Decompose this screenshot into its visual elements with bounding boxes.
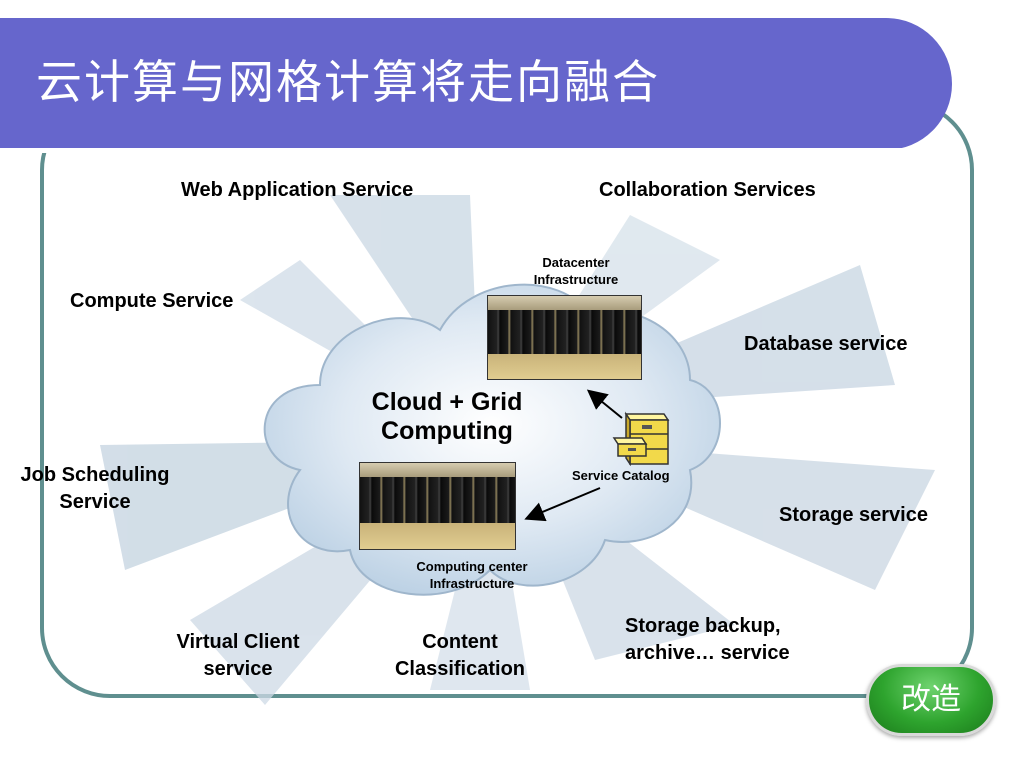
label-collaboration-services: Collaboration Services: [599, 179, 816, 201]
label-database-service: Database service: [744, 333, 908, 355]
datacenter-server-image: [487, 295, 642, 380]
label-content-classification: Content Classification: [394, 631, 526, 680]
label-cloud-grid-computing: Cloud + Grid Computing: [371, 388, 523, 445]
title-underline: [0, 148, 905, 153]
label-web-application-service: Web Application Service: [181, 179, 414, 201]
label-computing-center-infrastructure: Computing center Infrastructure: [416, 559, 528, 591]
label-storage-backup-service: Storage backup, archive… service: [625, 615, 790, 664]
filing-cabinet-icon: [612, 411, 670, 466]
label-service-catalog: Service Catalog: [572, 468, 670, 483]
computing-center-server-image: [359, 462, 516, 550]
page-title: 云计算与网格计算将走向融合: [36, 55, 660, 109]
arrow-to-computing-center: [524, 487, 601, 522]
label-storage-service: Storage service: [779, 504, 928, 526]
title-bar: 云计算与网格计算将走向融合: [0, 18, 952, 153]
label-virtual-client-service: Virtual Client service: [176, 631, 300, 680]
arrow-to-datacenter: [586, 389, 623, 419]
label-compute-service: Compute Service: [70, 290, 234, 312]
label-datacenter-infrastructure: Datacenter Infrastructure: [533, 255, 619, 287]
label-job-scheduling-service: Job Scheduling Service: [20, 464, 170, 513]
transform-button[interactable]: 改造: [866, 664, 996, 736]
